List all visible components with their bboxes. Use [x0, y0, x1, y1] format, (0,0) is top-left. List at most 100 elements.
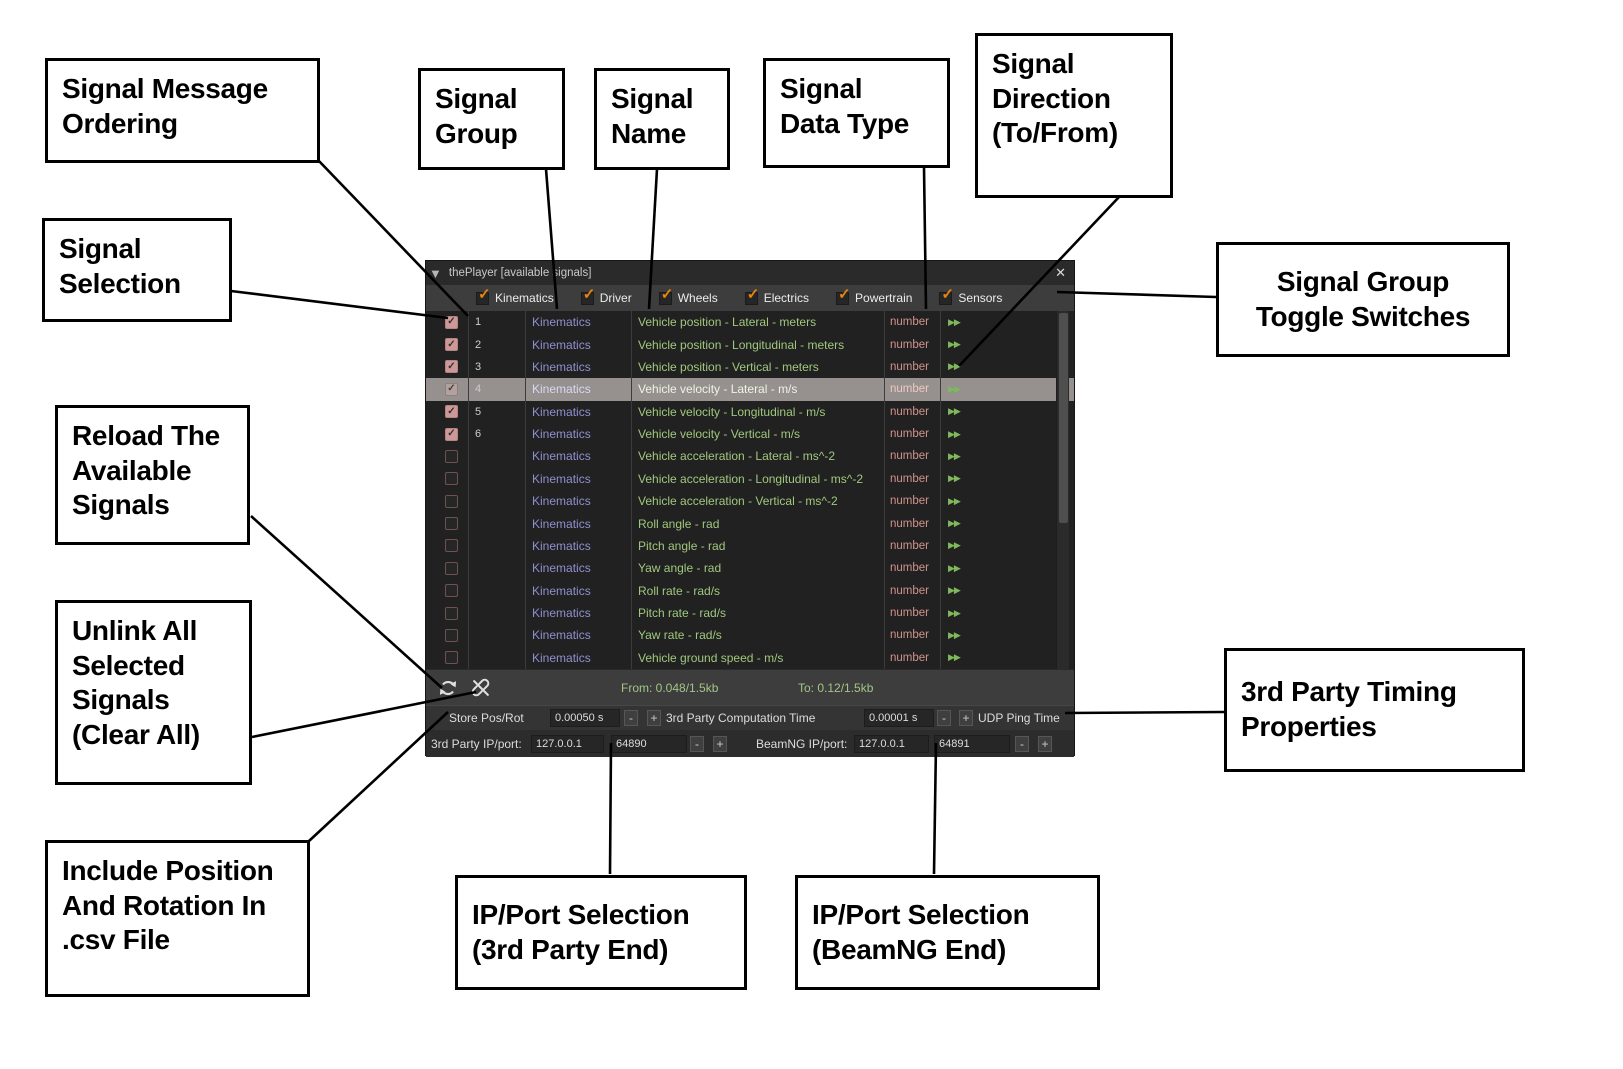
third-party-ip-input[interactable]	[531, 734, 604, 753]
checkbox-icon: ✓	[836, 287, 851, 305]
signal-checkbox[interactable]	[445, 628, 458, 642]
third-party-port-plus-button[interactable]: +	[713, 735, 727, 752]
third-party-port-minus-button[interactable]: -	[690, 735, 704, 752]
computation-time-plus-button[interactable]: +	[647, 710, 661, 726]
udp-ping-time-input[interactable]	[864, 709, 934, 727]
window-title: thePlayer [available signals]	[448, 267, 592, 279]
table-row[interactable]: ✓ 2 Kinematics Vehicle position - Longit…	[426, 333, 1074, 356]
store-pos-rot-label[interactable]: Store Pos/Rot	[449, 711, 524, 725]
signal-type-cell: number	[884, 557, 940, 580]
signal-group-toggle-label: Electrics	[763, 291, 810, 305]
third-party-port-input[interactable]	[611, 734, 687, 753]
table-row[interactable]: Kinematics Vehicle acceleration - Vertic…	[426, 490, 1074, 513]
checkbox-icon: ✓	[476, 287, 491, 305]
signal-checkbox[interactable]: ✓	[445, 427, 458, 441]
scrollbar-thumb[interactable]	[1059, 313, 1068, 523]
signal-group-cell: Kinematics	[525, 333, 631, 356]
signal-checkbox[interactable]	[445, 651, 458, 665]
table-row[interactable]: ✓ 6 Kinematics Vehicle velocity - Vertic…	[426, 422, 1074, 446]
beamng-ip-label: BeamNG IP/port:	[756, 736, 848, 751]
signal-type-cell: number	[884, 512, 940, 535]
signal-type-cell: number	[884, 333, 940, 356]
signal-checkbox[interactable]	[445, 517, 458, 531]
signal-group-cell: Kinematics	[525, 624, 631, 647]
table-row[interactable]: Kinematics Roll angle - rad number ▶▶	[426, 512, 1074, 535]
unlink-all-icon[interactable]	[470, 677, 492, 699]
signal-checkbox[interactable]	[445, 449, 458, 463]
signal-name-cell: Vehicle velocity - Longitudinal - m/s	[631, 400, 884, 423]
table-row[interactable]: Kinematics Roll rate - rad/s number ▶▶	[426, 579, 1074, 602]
check-icon: ✓	[838, 285, 851, 303]
signal-order	[468, 512, 525, 535]
signal-order	[468, 624, 525, 647]
signal-checkbox[interactable]	[445, 561, 458, 575]
table-row[interactable]: ✓ 1 Kinematics Vehicle position - Latera…	[426, 311, 1074, 334]
signal-checkbox[interactable]: ✓	[445, 382, 458, 396]
table-row[interactable]: ✓ 4 Kinematics Vehicle velocity - Latera…	[426, 378, 1074, 401]
signal-name-cell: Vehicle velocity - Vertical - m/s	[631, 422, 884, 446]
titlebar: ▼ thePlayer [available signals] ✕	[426, 261, 1074, 285]
table-row[interactable]: Kinematics Pitch angle - rad number ▶▶	[426, 534, 1074, 558]
ann-signal-group: Signal Group	[418, 68, 565, 170]
signal-checkbox[interactable]: ✓	[445, 360, 458, 374]
table-row[interactable]: ✓ 5 Kinematics Vehicle velocity - Longit…	[426, 400, 1074, 423]
signal-group-toolbar: ✓ Kinematics ✓ Driver ✓ Wheels ✓ Electri…	[426, 285, 1074, 311]
signal-order	[468, 601, 525, 625]
signal-checkbox[interactable]	[445, 539, 458, 553]
signal-group-toggle-label: Wheels	[677, 291, 718, 305]
signal-group-toggle[interactable]: ✓ Driver	[580, 287, 632, 305]
signal-group-cell: Kinematics	[525, 646, 631, 669]
table-row[interactable]: Kinematics Yaw rate - rad/s number ▶▶	[426, 624, 1074, 647]
signal-group-toggle[interactable]: ✓ Powertrain	[836, 287, 913, 305]
signal-group-toggle-label: Powertrain	[855, 291, 913, 305]
signal-group-toggle[interactable]: ✓ Kinematics	[476, 287, 554, 305]
signal-type-cell: number	[884, 624, 940, 647]
beamng-port-plus-button[interactable]: +	[1038, 735, 1052, 752]
signal-order: 3	[468, 355, 525, 379]
checkbox-icon: ✓	[658, 287, 673, 305]
signal-type-cell: number	[884, 646, 940, 669]
scrollbar[interactable]	[1056, 311, 1069, 669]
beamng-ip-input[interactable]	[854, 734, 929, 753]
reload-signals-icon[interactable]	[437, 677, 459, 699]
signal-checkbox[interactable]: ✓	[445, 338, 458, 352]
signal-direction-icon: ▶▶	[940, 646, 1074, 669]
signal-direction-icon: ▶▶	[940, 355, 1074, 379]
collapse-icon[interactable]: ▼	[429, 265, 442, 281]
signal-group-toggle[interactable]: ✓ Electrics	[744, 287, 810, 305]
table-row[interactable]: Kinematics Vehicle ground speed - m/s nu…	[426, 646, 1074, 669]
udp-ping-minus-button[interactable]: -	[937, 710, 951, 726]
table-row[interactable]: ✓ 3 Kinematics Vehicle position - Vertic…	[426, 355, 1074, 379]
table-row[interactable]: Kinematics Pitch rate - rad/s number ▶▶	[426, 601, 1074, 625]
signal-order	[468, 467, 525, 490]
signal-checkbox[interactable]: ✓	[445, 315, 458, 329]
signal-checkbox[interactable]	[445, 606, 458, 620]
signal-type-cell: number	[884, 534, 940, 558]
signal-checkbox[interactable]	[445, 494, 458, 508]
close-icon[interactable]: ✕	[1055, 265, 1066, 280]
computation-time-input[interactable]	[550, 709, 620, 727]
signal-group-toggle[interactable]: ✓ Wheels	[658, 287, 718, 305]
signal-checkbox[interactable]	[445, 472, 458, 486]
udp-ping-plus-button[interactable]: +	[959, 710, 973, 726]
signal-type-cell: number	[884, 467, 940, 490]
signal-direction-icon: ▶▶	[940, 624, 1074, 647]
signal-name-cell: Pitch rate - rad/s	[631, 601, 884, 625]
table-row[interactable]: Kinematics Vehicle acceleration - Longit…	[426, 467, 1074, 490]
signal-group-cell: Kinematics	[525, 400, 631, 423]
checkbox-icon: ✓	[939, 287, 954, 305]
signal-type-cell: number	[884, 422, 940, 446]
beamng-port-input[interactable]	[934, 734, 1010, 753]
beamng-port-minus-button[interactable]: -	[1015, 735, 1029, 752]
udp-ping-time-label: UDP Ping Time	[978, 711, 1060, 725]
table-row[interactable]: Kinematics Yaw angle - rad number ▶▶	[426, 557, 1074, 580]
signal-type-cell: number	[884, 445, 940, 468]
signal-name-cell: Pitch angle - rad	[631, 534, 884, 558]
signal-checkbox[interactable]: ✓	[445, 405, 458, 419]
table-row[interactable]: Kinematics Vehicle acceleration - Latera…	[426, 445, 1074, 468]
signal-group-toggle[interactable]: ✓ Sensors	[939, 287, 1002, 305]
signal-checkbox[interactable]	[445, 584, 458, 598]
signal-direction-icon: ▶▶	[940, 557, 1074, 580]
status-bar: From: 0.048/1.5kb To: 0.12/1.5kb	[426, 669, 1074, 705]
computation-time-minus-button[interactable]: -	[624, 710, 638, 726]
